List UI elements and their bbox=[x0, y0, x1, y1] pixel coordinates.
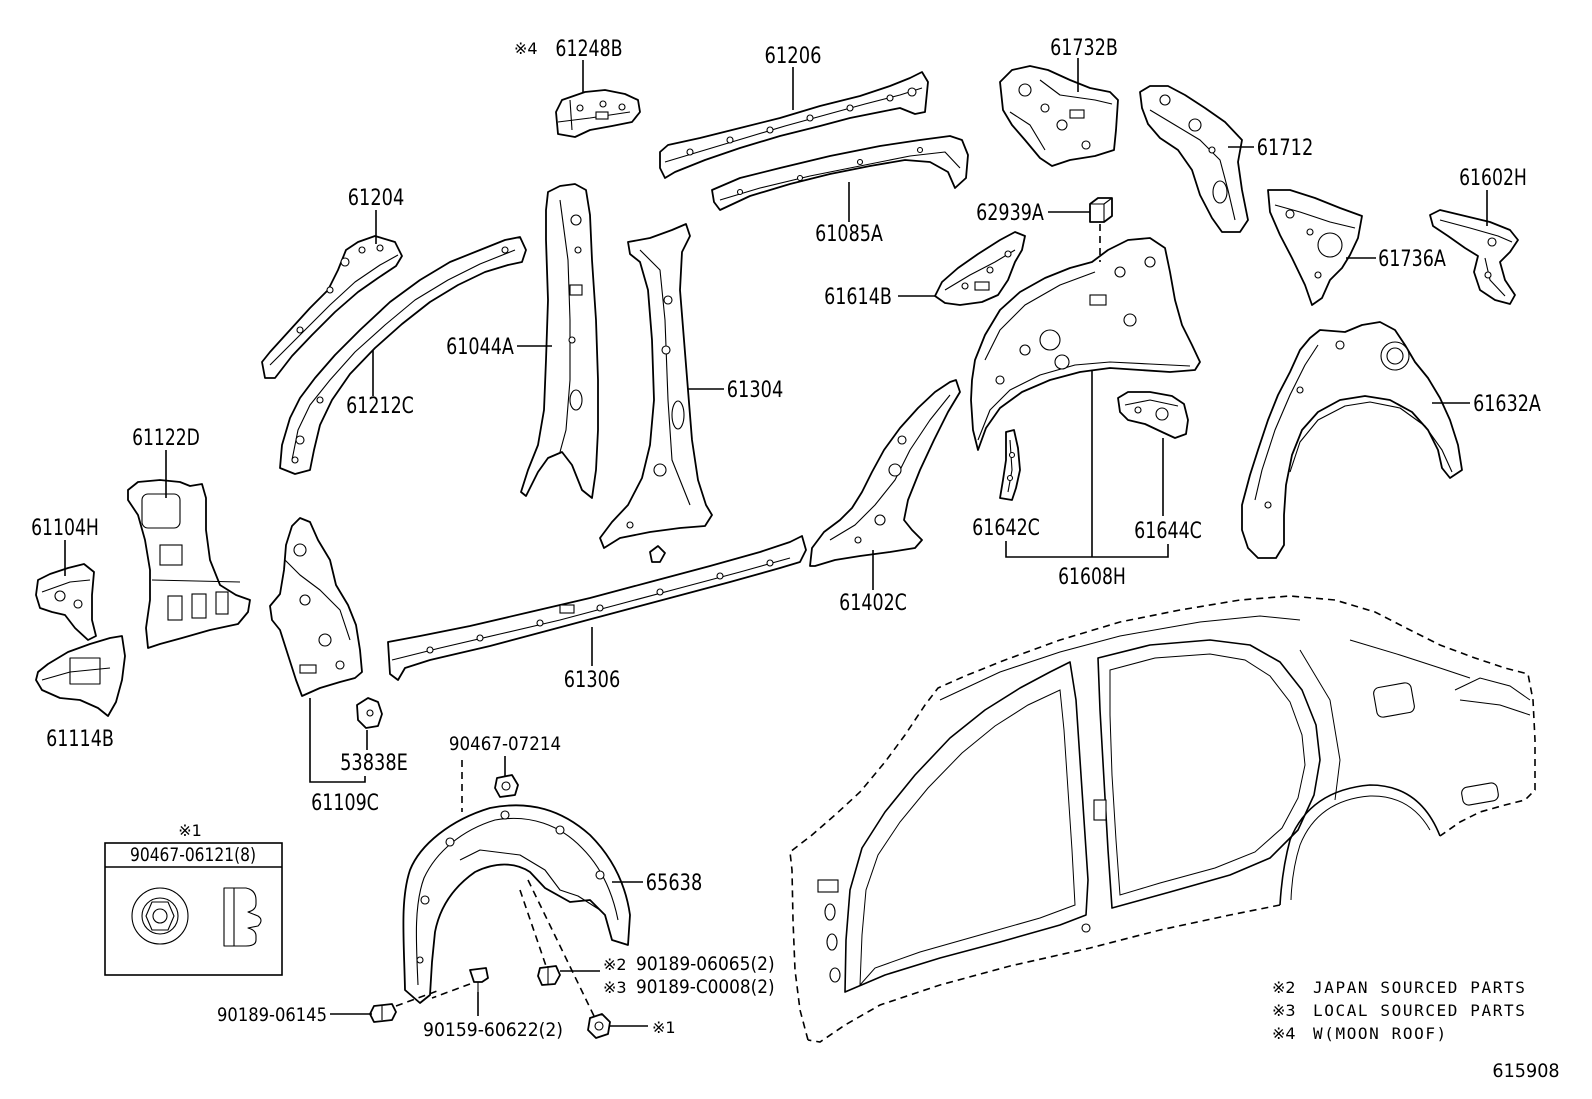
part-61204-shape bbox=[261, 235, 403, 379]
callout-61085A: 61085A bbox=[815, 222, 883, 247]
body-side-view bbox=[789, 595, 1536, 1043]
inset-part-number: 90467-06121(8) bbox=[130, 844, 256, 866]
part-61114B-shape bbox=[35, 635, 126, 717]
callout-53838E: 53838E bbox=[340, 751, 408, 776]
part-61122D-shape bbox=[127, 479, 251, 649]
front-door-opening bbox=[844, 661, 1089, 993]
callout-61122D: 61122D bbox=[132, 426, 200, 451]
legend: ※2 JAPAN SOURCED PARTS ※3 LOCAL SOURCED … bbox=[1272, 978, 1526, 1043]
callout-61614B: 61614B bbox=[824, 285, 892, 310]
nut-mark1-shape bbox=[587, 1013, 611, 1039]
part-61304-shape bbox=[599, 223, 713, 549]
callout-61248B: 61248B bbox=[555, 37, 622, 62]
leader-line bbox=[1005, 541, 1169, 558]
fastener-90189-06065-shape bbox=[537, 965, 561, 986]
part-61248B-shape bbox=[555, 89, 641, 138]
mark-2: ※2 bbox=[603, 955, 627, 974]
inset-box bbox=[104, 842, 283, 976]
nut-top-view bbox=[131, 887, 189, 945]
leader-line bbox=[527, 879, 595, 1017]
part-61644C-shape bbox=[1117, 391, 1189, 439]
callout-61044A: 61044A bbox=[446, 335, 514, 360]
legend-mark-2: ※2 bbox=[1272, 978, 1296, 997]
figure-number: 615908 bbox=[1492, 1060, 1559, 1082]
nut-side-view bbox=[223, 887, 262, 947]
part-61306-shape bbox=[387, 535, 807, 681]
callout-61114B: 61114B bbox=[46, 727, 114, 752]
callout-90467-07214: 90467-07214 bbox=[449, 733, 561, 755]
part-61608H-shape bbox=[970, 237, 1201, 451]
mark-4-moon-roof: ※4 bbox=[514, 39, 538, 58]
legend-mark-4: ※4 bbox=[1272, 1024, 1296, 1043]
callout-90189-06065: 90189-06065(2) bbox=[636, 953, 775, 975]
part-61402C-shape bbox=[809, 379, 961, 567]
callout-labels: ※4 61248B 61206 61732B 61712 61602H 6293… bbox=[31, 36, 1541, 1041]
legend-mark-3: ※3 bbox=[1272, 1001, 1296, 1020]
part-61212C-shape bbox=[279, 236, 527, 475]
inset-mark: ※1 bbox=[178, 821, 202, 840]
part-61109C-shape bbox=[269, 517, 363, 697]
legend-text-local-sourced: LOCAL SOURCED PARTS bbox=[1313, 1001, 1526, 1020]
leader-line bbox=[309, 698, 366, 783]
callout-61608H: 61608H bbox=[1058, 565, 1126, 590]
legend-text-japan-sourced: JAPAN SOURCED PARTS bbox=[1313, 978, 1526, 997]
callout-90189-C0008: 90189-C0008(2) bbox=[636, 976, 775, 998]
part-61085A-shape bbox=[711, 135, 969, 211]
fastener-90467-07214-shape bbox=[494, 774, 519, 798]
part-61642C-shape bbox=[999, 429, 1021, 501]
callout-61304: 61304 bbox=[727, 378, 784, 403]
part-61632A-shape bbox=[1241, 321, 1463, 559]
leader-lines bbox=[64, 58, 1488, 1027]
part-62939A-shape bbox=[1089, 197, 1113, 223]
leader-line bbox=[431, 983, 471, 999]
callout-61712: 61712 bbox=[1257, 136, 1314, 161]
leader-line bbox=[519, 889, 547, 967]
callout-61732B: 61732B bbox=[1050, 36, 1118, 61]
callout-90159-60622: 90159-60622(2) bbox=[423, 1019, 563, 1041]
callout-61306: 61306 bbox=[564, 668, 621, 693]
callout-61602H: 61602H bbox=[1459, 166, 1527, 191]
part-61614B-shape bbox=[934, 231, 1026, 306]
callout-61109C: 61109C bbox=[311, 791, 379, 816]
part-65638-shape bbox=[402, 804, 631, 1004]
part-61736A-shape bbox=[1267, 189, 1363, 306]
callout-61736A: 61736A bbox=[1378, 247, 1446, 272]
callout-61632A: 61632A bbox=[1473, 392, 1541, 417]
part-61044A-shape bbox=[520, 183, 599, 499]
rear-door-opening bbox=[1097, 639, 1321, 909]
callout-62939A: 62939A bbox=[976, 201, 1044, 226]
callout-61402C: 61402C bbox=[839, 591, 907, 616]
mark-3: ※3 bbox=[603, 978, 627, 997]
part-61712-shape bbox=[1139, 85, 1249, 233]
callout-61204: 61204 bbox=[348, 186, 405, 211]
callout-61212C: 61212C bbox=[346, 394, 414, 419]
part-61732B-shape bbox=[999, 65, 1119, 167]
fastener-90189-06145-shape bbox=[369, 1003, 397, 1023]
part-61602H-shape bbox=[1429, 209, 1519, 305]
callout-61104H: 61104H bbox=[31, 516, 99, 541]
callout-61644C: 61644C bbox=[1134, 519, 1202, 544]
part-61206-shape bbox=[659, 71, 929, 179]
legend-text-moon-roof: W(MOON ROOF) bbox=[1313, 1024, 1448, 1043]
callout-90189-06145: 90189-06145 bbox=[217, 1004, 327, 1026]
part-61104H-shape bbox=[35, 563, 97, 641]
part-53838E-shape bbox=[356, 697, 383, 729]
leader-line bbox=[395, 989, 441, 1007]
callout-61642C: 61642C bbox=[972, 516, 1040, 541]
callout-61206: 61206 bbox=[765, 44, 822, 69]
mark-1-nut: ※1 bbox=[652, 1018, 676, 1037]
fastener-90159-60622-shape bbox=[469, 967, 489, 992]
callout-65638: 65638 bbox=[646, 871, 703, 896]
